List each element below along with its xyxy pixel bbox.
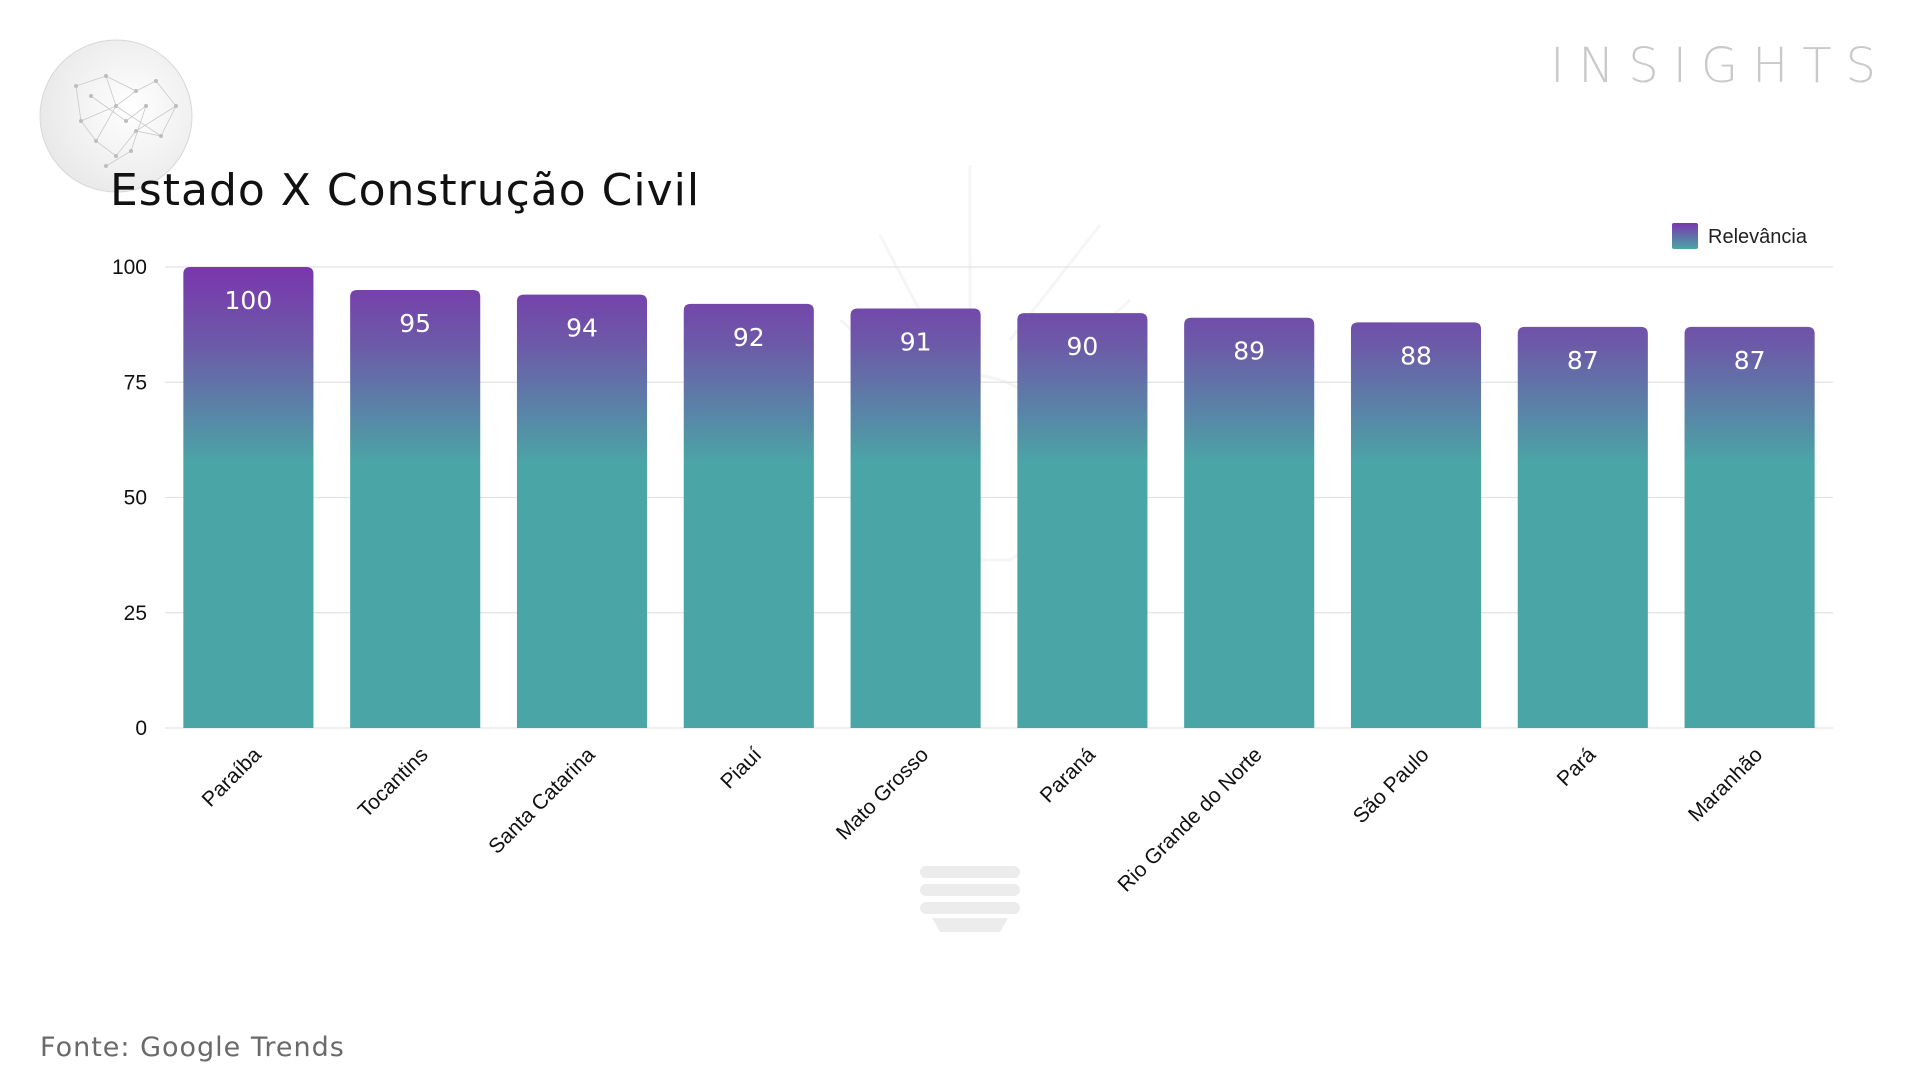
legend: Relevância [1672, 223, 1808, 249]
x-tick-label: Piauí [716, 743, 766, 793]
chart-title: Estado X Construção Civil [110, 165, 701, 216]
bar [516, 294, 648, 728]
bar [683, 303, 814, 728]
y-tick-label: 75 [124, 371, 147, 394]
globe-network-icon [39, 39, 193, 193]
data-label: 100 [225, 286, 273, 315]
bar [1350, 322, 1482, 728]
bar [850, 308, 981, 728]
y-axis: 0 25 50 75 100 [112, 256, 147, 740]
y-tick-label: 100 [112, 256, 147, 279]
data-label: 90 [1066, 332, 1098, 361]
bar [183, 267, 314, 728]
x-tick-label: Paraná [1036, 743, 1100, 807]
data-label: 91 [900, 327, 932, 356]
data-label: 92 [733, 323, 765, 352]
data-label: 94 [566, 314, 598, 343]
bar [1017, 313, 1148, 728]
data-label: 88 [1400, 341, 1432, 370]
y-tick-label: 25 [124, 602, 147, 625]
legend-swatch [1672, 223, 1698, 249]
bar [1184, 317, 1315, 728]
data-label: 87 [1567, 346, 1599, 375]
data-label: 89 [1233, 337, 1265, 366]
x-tick-label: Paraíba [198, 743, 266, 811]
brand-wordmark: INSIGHTS [1550, 38, 1890, 94]
x-tick-label: Mato Grosso [832, 743, 933, 844]
bars [183, 267, 1815, 728]
data-labels: 100 95 94 92 91 90 89 88 87 87 [225, 286, 1766, 375]
x-tick-label: São Paulo [1349, 743, 1434, 828]
bar [1684, 326, 1815, 728]
y-tick-label: 50 [124, 487, 147, 510]
x-tick-label: Rio Grande do Norte [1113, 743, 1266, 896]
source-note: Fonte: Google Trends [40, 1032, 345, 1063]
bar [1517, 326, 1648, 728]
x-tick-label: Maranhão [1684, 743, 1767, 826]
legend-label: Relevância [1708, 226, 1808, 248]
data-label: 87 [1734, 346, 1766, 375]
x-tick-label: Santa Catarina [484, 743, 600, 859]
x-tick-label: Tocantins [354, 743, 433, 822]
bar [350, 290, 481, 728]
x-tick-label: Pará [1553, 743, 1601, 791]
lightbulb-base-icon [920, 866, 1020, 932]
y-tick-label: 0 [135, 717, 147, 740]
data-label: 95 [399, 309, 431, 338]
